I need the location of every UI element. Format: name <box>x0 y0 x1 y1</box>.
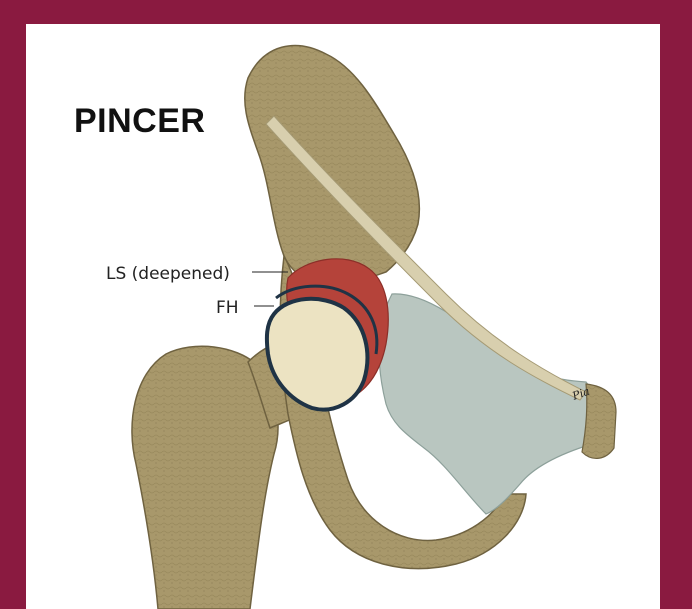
page-title: PINCER <box>74 102 205 141</box>
label-fh: FH <box>216 298 239 318</box>
obturator-ligament <box>379 294 597 514</box>
label-ls-deepened: LS (deepened) <box>106 264 230 284</box>
illustration-panel: Pia PINCER LS (deepened) FH <box>26 24 660 609</box>
